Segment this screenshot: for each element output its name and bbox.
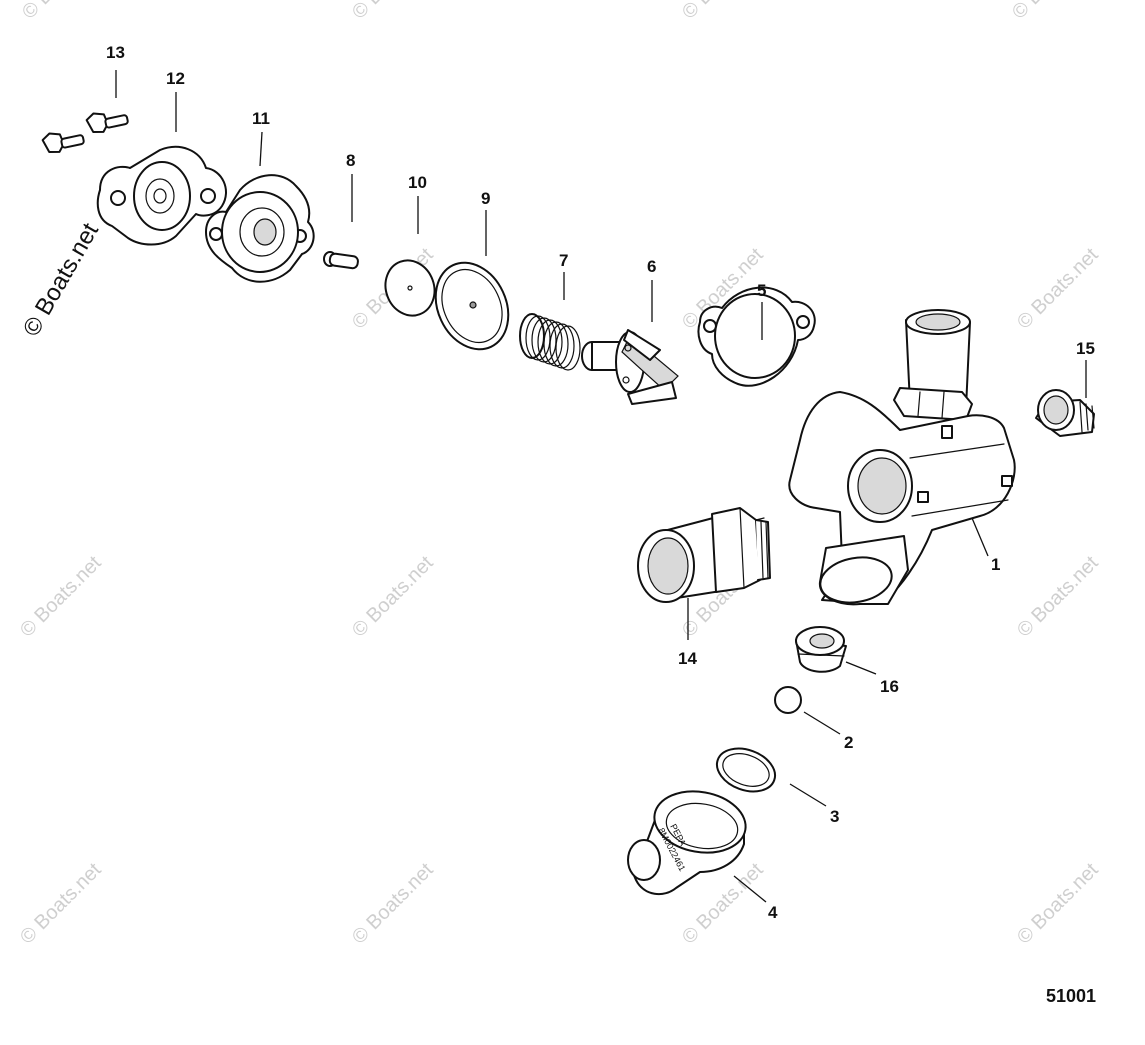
watermark: © Boats.net xyxy=(1008,0,1098,24)
part-9-diaphragm xyxy=(434,261,510,351)
callout-4: 4 xyxy=(768,903,778,922)
watermark: © Boats.net xyxy=(348,859,438,949)
part-11-diaphragm-cover xyxy=(205,174,315,283)
callout-2: 2 xyxy=(844,733,853,752)
leader-lines xyxy=(115,70,1087,903)
watermark: © Boats.net xyxy=(1013,552,1103,642)
callout-15: 15 xyxy=(1076,339,1095,358)
part-16-grommet xyxy=(795,626,847,673)
callout-7: 7 xyxy=(559,251,568,270)
part-12-housing-cap xyxy=(96,145,227,246)
part-7-spring xyxy=(519,313,581,371)
part-6-thermostat xyxy=(581,329,679,405)
part-3-o-ring xyxy=(715,747,777,793)
callout-14: 14 xyxy=(678,649,697,668)
part-15-fitting xyxy=(1035,389,1095,437)
watermark: © Boats.net xyxy=(16,552,106,642)
callout-1: 1 xyxy=(991,555,1000,574)
watermark: © Boats.net xyxy=(348,0,438,24)
copyright-watermark: © Boats.net xyxy=(18,218,104,341)
part-13-bolts xyxy=(41,112,129,153)
callout-16: 16 xyxy=(880,677,899,696)
part-8-pin xyxy=(323,251,359,270)
callout-12: 12 xyxy=(166,69,185,88)
callout-10: 10 xyxy=(408,173,427,192)
callout-8: 8 xyxy=(346,151,355,170)
watermark: © Boats.net xyxy=(18,0,108,24)
watermark: © Boats.net xyxy=(16,859,106,949)
part-2-ball xyxy=(774,686,802,714)
callout-labels: 13 12 11 8 10 9 7 6 5 15 1 14 16 2 3 4 xyxy=(106,43,1095,922)
callout-5: 5 xyxy=(757,281,766,300)
watermark: © Boats.net xyxy=(1013,859,1103,949)
part-5-gasket xyxy=(697,286,816,387)
part-1-thermostat-housing xyxy=(788,309,1016,606)
watermark: © Boats.net xyxy=(1013,244,1103,334)
part-10-disc xyxy=(384,259,436,317)
callout-6: 6 xyxy=(647,257,656,276)
callout-11: 11 xyxy=(252,109,270,128)
watermark: © Boats.net xyxy=(678,0,768,24)
part-14-hose-fitting xyxy=(637,507,771,603)
figure-id: 51001 xyxy=(1046,986,1096,1006)
callout-13: 13 xyxy=(106,43,125,62)
watermark: © Boats.net xyxy=(348,552,438,642)
callout-3: 3 xyxy=(830,807,839,826)
callout-9: 9 xyxy=(481,189,490,208)
part-4-elbow-fitting: 8M0022461 PEPA xyxy=(627,790,747,896)
